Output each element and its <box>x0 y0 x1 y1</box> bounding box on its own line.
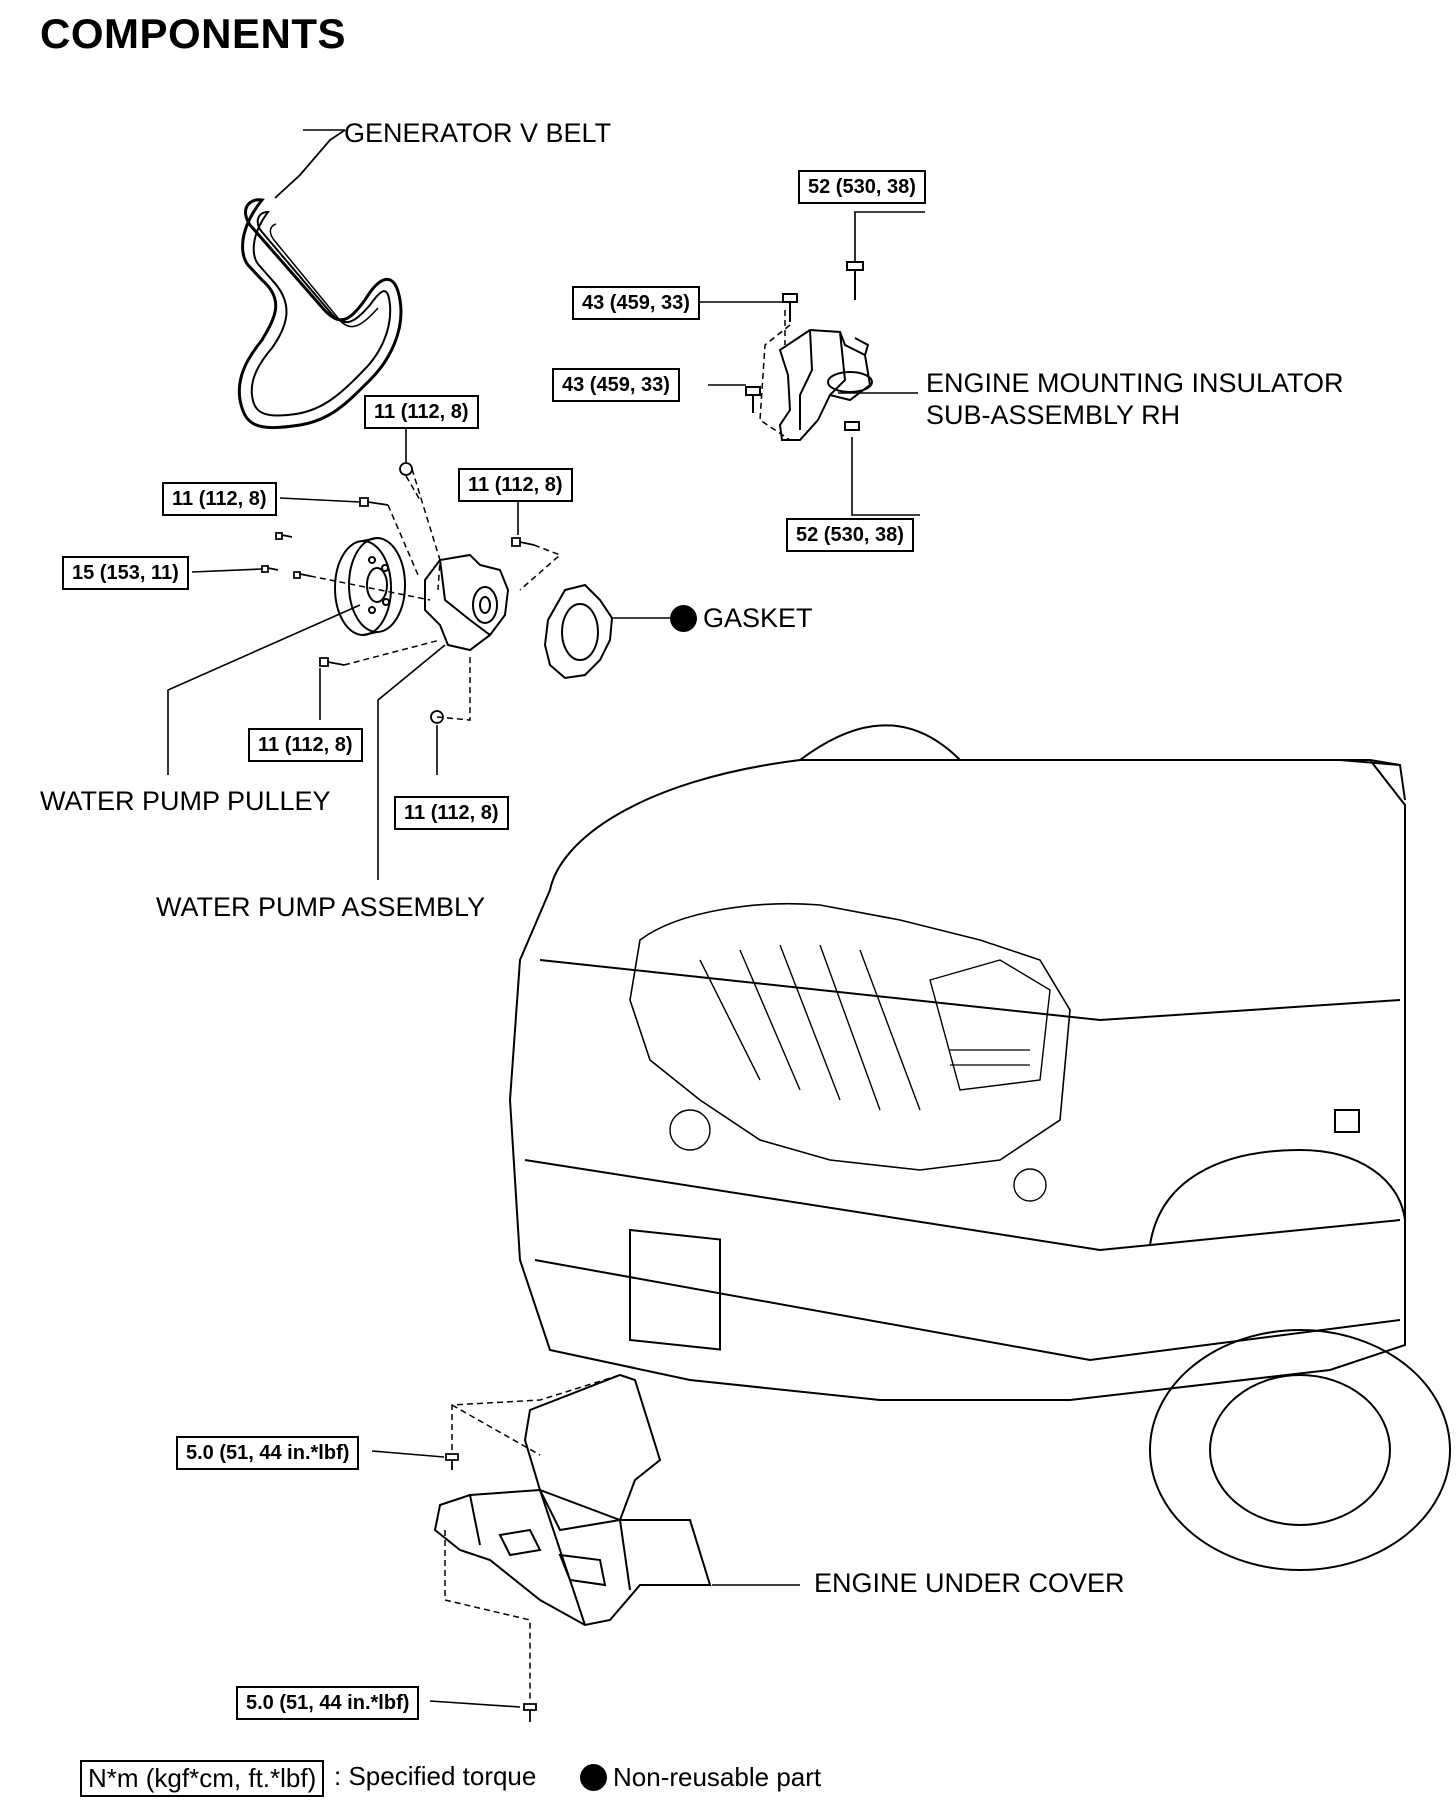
non-reusable-icon <box>670 605 697 632</box>
torque-pump-bottom-right: 11 (112, 8) <box>394 796 509 830</box>
leader-lines <box>167 129 925 880</box>
non-reusable-legend-icon <box>580 1764 607 1791</box>
torque-mount-bottom: 52 (530, 38) <box>786 518 914 552</box>
legend-torque-unit-desc: : Specified torque <box>334 1761 537 1791</box>
engine-mounting-insulator-drawing <box>745 261 873 441</box>
water-pump-pulley-drawing <box>334 537 406 636</box>
torque-pump-bottom-left: 11 (112, 8) <box>248 728 363 762</box>
gasket-label: GASKET <box>670 603 813 634</box>
water-pump-pulley-label: WATER PUMP PULLEY <box>40 786 331 816</box>
engine-under-cover-drawing <box>433 1373 712 1627</box>
gasket-label-text: GASKET <box>703 603 813 633</box>
page-title: COMPONENTS <box>40 10 347 57</box>
torque-cover-upper: 5.0 (51, 44 in.*lbf) <box>176 1436 360 1470</box>
torque-pulley: 15 (153, 11) <box>62 556 189 590</box>
cover-dashed-guides <box>444 1374 621 1700</box>
generator-v-belt-drawing <box>237 129 403 429</box>
legend-nonreusable: Non-reusable part <box>580 1762 821 1793</box>
gasket-drawing <box>543 583 614 680</box>
cover-leader-lines <box>371 1450 800 1708</box>
vehicle-front-drawing <box>508 724 1451 1571</box>
pump-dashed-guides <box>309 468 562 721</box>
generator-v-belt-label: GENERATOR V BELT <box>344 118 612 148</box>
engine-mounting-label-line2: SUB-ASSEMBLY RH <box>926 400 1181 430</box>
engine-mounting-label-line1: ENGINE MOUNTING INSULATOR <box>926 368 1344 398</box>
water-pump-assembly-drawing <box>424 553 510 652</box>
legend-torque-unit-box: N*m (kgf*cm, ft.*lbf) <box>80 1760 325 1797</box>
torque-pump-top: 11 (112, 8) <box>364 395 479 429</box>
torque-pump-left: 11 (112, 8) <box>162 482 277 516</box>
engine-under-cover-label: ENGINE UNDER COVER <box>814 1568 1125 1598</box>
water-pump-assembly-label: WATER PUMP ASSEMBLY <box>156 892 486 922</box>
torque-mount-top: 52 (530, 38) <box>798 170 926 204</box>
torque-pump-right: 11 (112, 8) <box>458 468 573 502</box>
legend-nonreusable-text: Non-reusable part <box>613 1762 822 1792</box>
cover-bolts <box>445 1453 537 1722</box>
torque-mount-upper-left: 43 (459, 33) <box>572 286 700 320</box>
torque-cover-lower: 5.0 (51, 44 in.*lbf) <box>236 1686 420 1720</box>
torque-mount-lower-left: 43 (459, 33) <box>552 368 680 402</box>
